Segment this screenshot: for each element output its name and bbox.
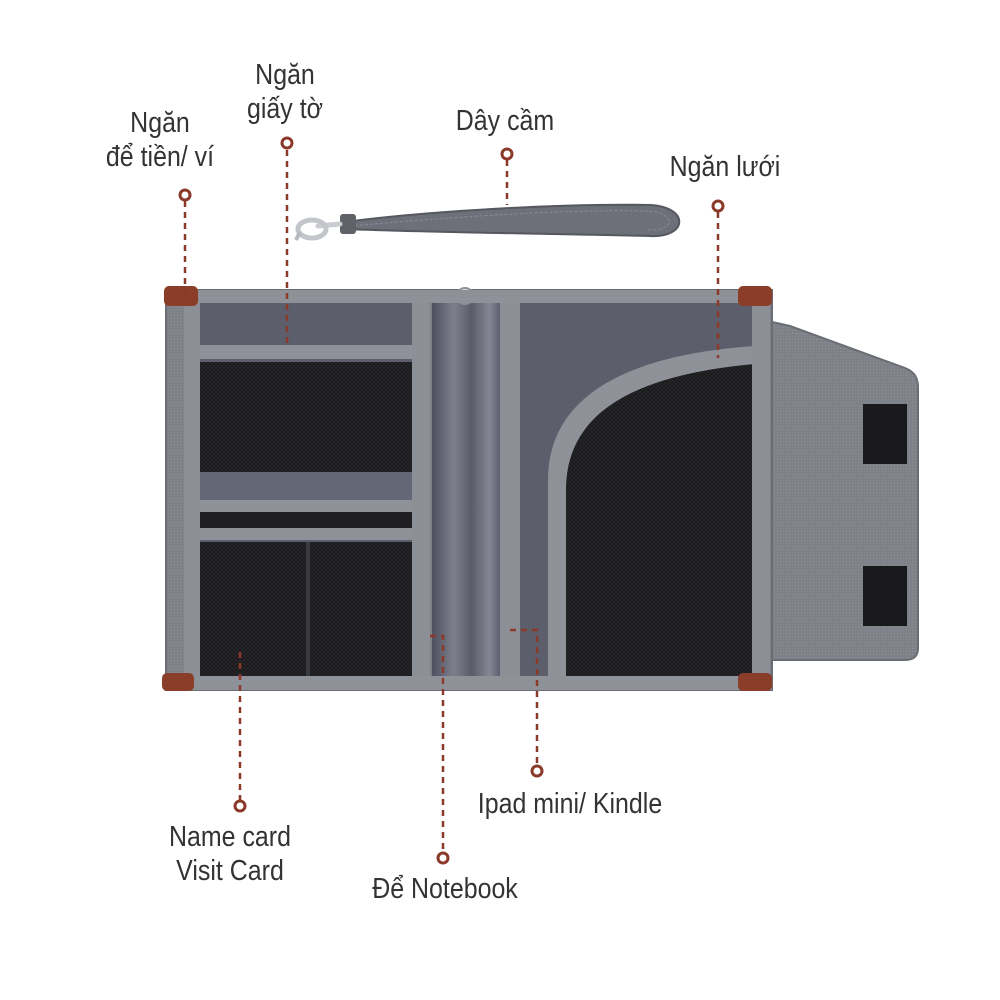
- label-money-line1: Ngăn: [130, 107, 190, 139]
- mesh-document-pocket: [200, 362, 415, 474]
- mesh-curved-pocket: [566, 364, 755, 681]
- leather-corner-bl: [162, 673, 194, 691]
- leader-dot-strap: [500, 147, 514, 161]
- leader-dot-ipad: [530, 764, 544, 778]
- label-namecard-line2: Visit Card: [176, 855, 284, 887]
- leather-corner-tl: [164, 286, 198, 306]
- wrist-strap: [294, 203, 681, 241]
- label-money-pocket: Ngăn để tiền/ ví: [96, 106, 225, 174]
- label-notebook: Để Notebook: [372, 873, 518, 905]
- card-pocket-left: [200, 542, 306, 677]
- leather-corner-tr: [738, 286, 772, 306]
- label-strap: Dây cầm: [455, 105, 555, 137]
- label-papers-line2: giấy tờ: [247, 93, 323, 125]
- label-mesh-pocket: Ngăn lưới: [669, 151, 781, 183]
- card-pocket-right: [310, 542, 415, 677]
- label-papers-pocket: Ngăn giấy tờ: [233, 58, 336, 126]
- label-namecard-line1: Name card: [169, 821, 291, 853]
- card-slot: [200, 512, 415, 528]
- leader-lines: [183, 150, 720, 852]
- velcro-top: [863, 404, 907, 464]
- leader-dot-papers: [280, 136, 294, 150]
- label-ipad-kindle: Ipad mini/ Kindle: [477, 788, 663, 820]
- leader-dot-notebook: [436, 851, 450, 865]
- notebook-sleeve: [432, 303, 504, 681]
- label-namecard: Name card Visit Card: [153, 820, 308, 888]
- leader-dot-money: [178, 188, 192, 202]
- leader-dot-namecard: [233, 799, 247, 813]
- leather-corner-br: [738, 673, 772, 691]
- leader-dot-mesh: [711, 199, 725, 213]
- velcro-bottom: [863, 566, 907, 626]
- label-money-line2: để tiền/ ví: [105, 141, 215, 173]
- label-papers-line1: Ngăn: [255, 59, 315, 91]
